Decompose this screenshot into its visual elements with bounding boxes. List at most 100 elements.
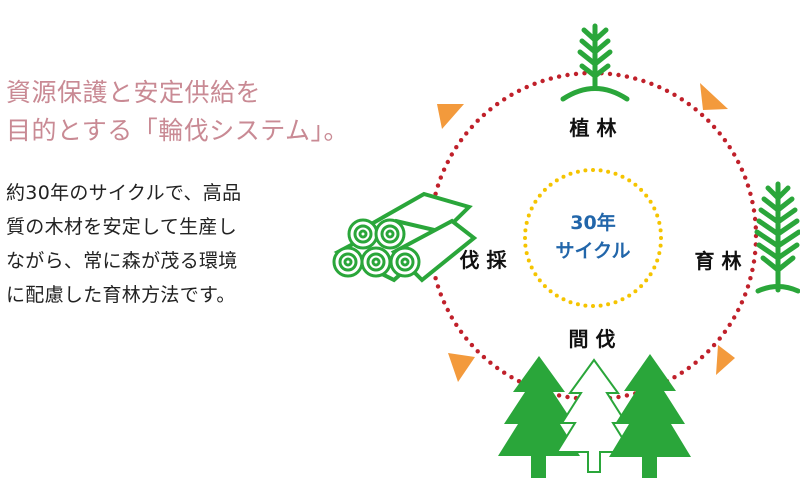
inner-dot xyxy=(533,272,538,277)
outer-dot xyxy=(509,92,514,98)
inner-dot xyxy=(652,265,657,270)
inner-dot xyxy=(561,297,566,302)
inner-dot xyxy=(620,297,625,302)
outer-dot xyxy=(679,97,684,102)
outer-dot xyxy=(540,78,545,84)
outer-dot xyxy=(732,152,737,157)
outer-dot xyxy=(624,74,630,79)
outer-dot xyxy=(751,208,757,213)
outer-dot xyxy=(679,370,684,375)
arrow-icon-top-left xyxy=(437,104,464,129)
cycle-center-years: 30年 xyxy=(570,211,615,234)
outer-dot xyxy=(582,71,587,76)
inner-dot xyxy=(529,265,534,270)
inner-dot xyxy=(648,272,653,277)
outer-dot xyxy=(706,349,711,354)
inner-dot xyxy=(639,284,644,289)
outer-dot xyxy=(438,292,443,297)
inner-dot xyxy=(548,182,553,187)
outer-dot xyxy=(693,107,698,112)
outer-dot xyxy=(732,315,737,320)
inner-dot xyxy=(568,171,573,176)
outer-dot xyxy=(739,300,745,305)
outer-dot xyxy=(458,138,464,143)
outer-dot xyxy=(751,259,757,264)
outer-dot xyxy=(445,159,450,165)
inner-dot xyxy=(523,228,528,233)
outer-dot xyxy=(736,307,741,313)
outer-dot xyxy=(607,71,613,77)
outer-dot xyxy=(481,112,487,118)
inner-dot xyxy=(639,187,644,192)
arrow-icon-bottom-right xyxy=(716,345,735,375)
headline-line-2: 目的とする「輪伐システム」。 xyxy=(6,116,350,145)
outer-dot xyxy=(753,225,758,230)
inner-dot xyxy=(526,258,531,263)
description-line-2: 質の木材を安定して生産し xyxy=(6,216,238,238)
outer-dot xyxy=(435,183,441,188)
outer-dot xyxy=(556,393,562,398)
outer-dot xyxy=(565,394,570,400)
outer-dot xyxy=(464,131,469,136)
inner-dot xyxy=(644,278,649,283)
outer-dot xyxy=(699,112,705,118)
outer-dot xyxy=(722,138,728,143)
outer-dot xyxy=(509,375,514,380)
outer-dot xyxy=(481,354,487,360)
outer-dot xyxy=(686,101,691,107)
inner-dot xyxy=(627,293,632,298)
outer-dot xyxy=(736,159,741,165)
inner-dot xyxy=(583,168,588,173)
stage-label-nurturing: 育 林 xyxy=(695,249,742,273)
inner-dot xyxy=(583,303,588,308)
inner-dot xyxy=(613,171,618,176)
outer-dot xyxy=(717,131,722,136)
outer-dot xyxy=(752,250,758,256)
outer-dot xyxy=(435,284,441,289)
cycle-center-word: サイクル xyxy=(555,240,630,262)
outer-dot xyxy=(516,88,522,94)
outer-dot xyxy=(693,360,698,365)
inner-dot xyxy=(554,293,559,298)
inner-dot xyxy=(575,302,580,307)
headline: 資源保護と安定供給を 目的とする「輪伐システム」。 xyxy=(6,74,349,150)
inner-dot xyxy=(627,178,632,183)
outer-dot xyxy=(750,199,755,205)
outer-dot xyxy=(711,124,717,130)
outer-dot xyxy=(717,336,722,341)
inner-dot xyxy=(598,168,603,173)
inner-dot xyxy=(591,304,595,308)
outer-dot xyxy=(649,81,654,87)
headline-line-1: 資源保護と安定供給を xyxy=(6,78,262,107)
inner-dot xyxy=(606,169,611,174)
inner-dotted-circle xyxy=(523,168,663,308)
outer-dot xyxy=(727,322,732,327)
inner-dot xyxy=(648,199,653,204)
outer-dot xyxy=(641,78,646,84)
outer-dot xyxy=(438,175,443,180)
outer-dot xyxy=(745,284,751,289)
outer-dot xyxy=(548,76,553,81)
inner-dot xyxy=(542,187,547,192)
outer-dot xyxy=(445,307,450,313)
description-line-1: 約30年のサイクルで、高品 xyxy=(6,182,242,204)
young-tree-icon xyxy=(754,181,800,294)
outer-dot xyxy=(502,370,507,375)
outer-dot xyxy=(616,394,621,400)
inner-dot xyxy=(524,251,529,256)
outer-dot xyxy=(748,276,753,281)
outer-dot xyxy=(464,336,469,341)
inner-dot xyxy=(537,193,542,198)
arrow-icon-top-right xyxy=(700,83,728,110)
outer-dot xyxy=(458,329,464,334)
inner-dot xyxy=(575,169,580,174)
outer-dot xyxy=(502,97,507,102)
outer-dot xyxy=(475,349,480,354)
outer-dot xyxy=(624,393,630,398)
outer-dot xyxy=(565,72,570,78)
inner-dot xyxy=(524,220,529,225)
stage-label-felling: 伐 採 xyxy=(460,248,508,272)
outer-dot xyxy=(743,175,748,180)
inner-dot xyxy=(537,278,542,283)
